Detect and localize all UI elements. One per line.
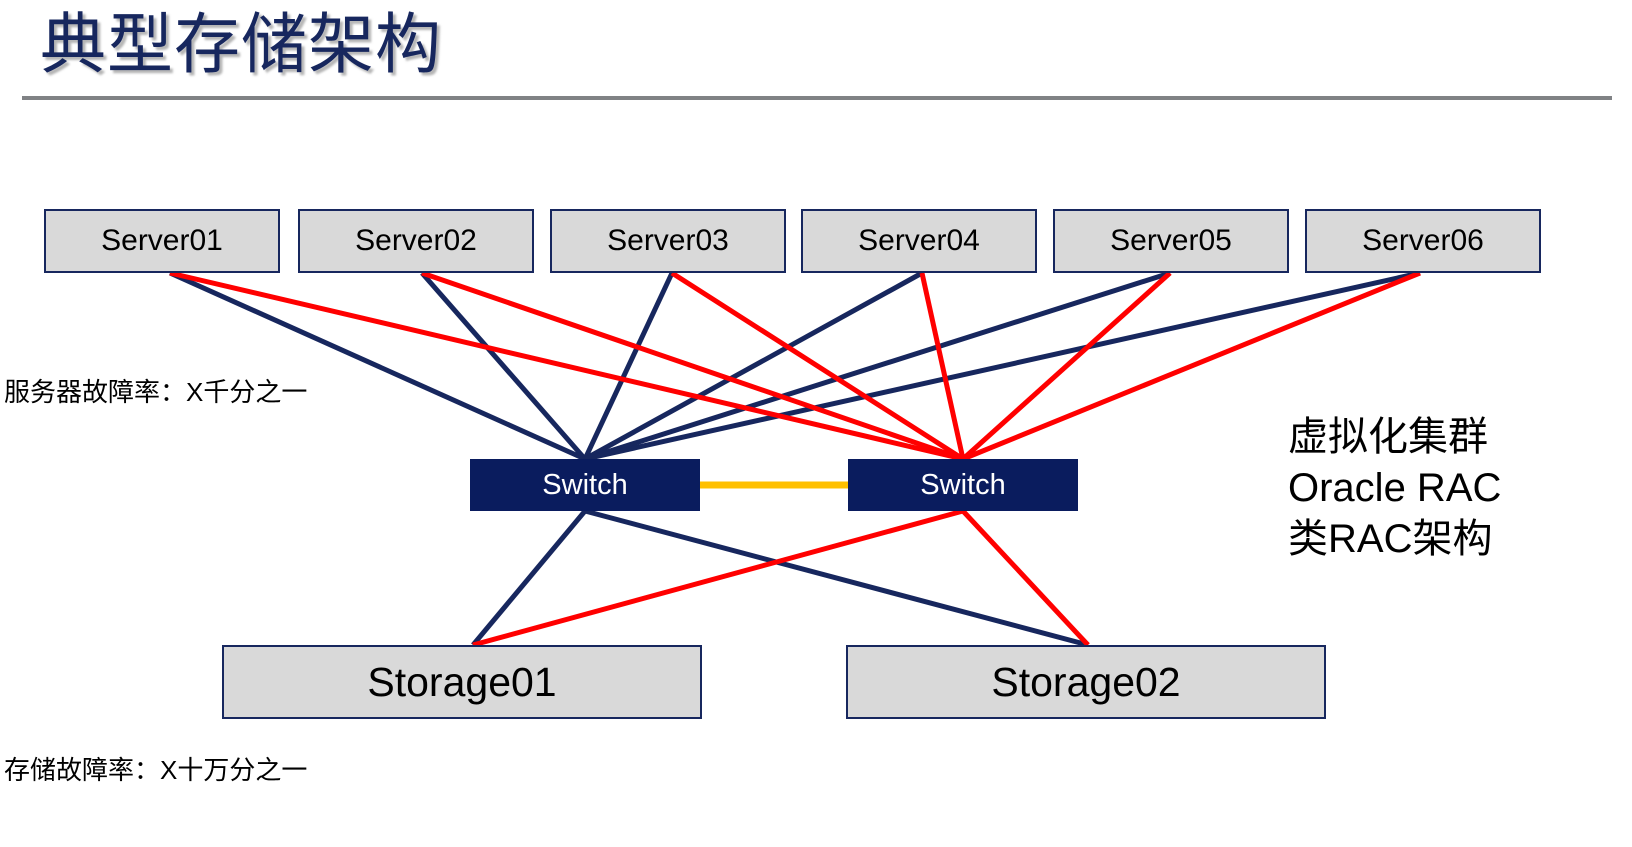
server-node-6-label: Server06: [1362, 224, 1484, 257]
server-failure-rate-note: 服务器故障率：X千分之一: [4, 377, 308, 407]
page-title: 典型存储架构: [40, 7, 442, 81]
wire-server4-to-switch-a: [583, 270, 924, 462]
cluster-note: 虚拟化集群 Oracle RAC 类RAC架构: [1288, 412, 1501, 565]
storage-failure-rate-note: 存储故障率：X十万分之一: [4, 755, 308, 785]
wire-server2-to-switch-a: [420, 271, 587, 461]
server-node-2-label: Server02: [355, 224, 477, 257]
wire-server3-to-switch-a: [582, 271, 675, 461]
storage-node-2[interactable]: Storage02: [846, 645, 1326, 719]
server-node-1[interactable]: Server01: [44, 209, 280, 273]
server-node-3[interactable]: Server03: [550, 209, 786, 273]
wire-server5-to-switch-a: [584, 270, 1171, 462]
storage-node-2-label: Storage02: [991, 658, 1181, 705]
title-divider: [22, 96, 1612, 100]
wire-server6-to-switch-a: [584, 270, 1421, 462]
cluster-note-line-3: 类RAC架构: [1288, 517, 1493, 561]
server-node-5-label: Server05: [1110, 224, 1232, 257]
wire-server5-to-switch-b: [961, 271, 1172, 461]
server-node-5[interactable]: Server05: [1053, 209, 1289, 273]
wire-server3-to-switch-b: [670, 270, 965, 462]
wire-switch-b-to-storage1: [472, 508, 964, 648]
server-node-4-label: Server04: [858, 224, 980, 257]
wire-server2-to-switch-b: [421, 270, 964, 462]
cluster-note-line-2: Oracle RAC: [1288, 466, 1502, 510]
wire-switch-a-to-storage1: [471, 509, 587, 647]
switch-node-1[interactable]: Switch: [470, 459, 700, 511]
wire-server4-to-switch-b: [919, 272, 966, 460]
storage-node-1-label: Storage01: [367, 658, 557, 705]
wire-switch-a-to-storage2: [584, 508, 1089, 648]
switch-node-2[interactable]: Switch: [848, 459, 1078, 511]
server-node-2[interactable]: Server02: [298, 209, 534, 273]
server-node-3-label: Server03: [607, 224, 729, 257]
server-node-4[interactable]: Server04: [801, 209, 1037, 273]
wire-switch-b-to-storage2: [961, 509, 1090, 647]
storage-node-1[interactable]: Storage01: [222, 645, 702, 719]
server-node-6[interactable]: Server06: [1305, 209, 1541, 273]
switch-node-2-label: Switch: [920, 468, 1006, 501]
switch-node-1-label: Switch: [542, 468, 628, 501]
cluster-note-line-1: 虚拟化集群: [1288, 415, 1488, 459]
wire-server6-to-switch-b: [962, 270, 1421, 462]
wire-server1-to-switch-b: [169, 270, 964, 462]
wire-server1-to-switch-a: [168, 270, 587, 462]
server-node-1-label: Server01: [101, 224, 223, 257]
